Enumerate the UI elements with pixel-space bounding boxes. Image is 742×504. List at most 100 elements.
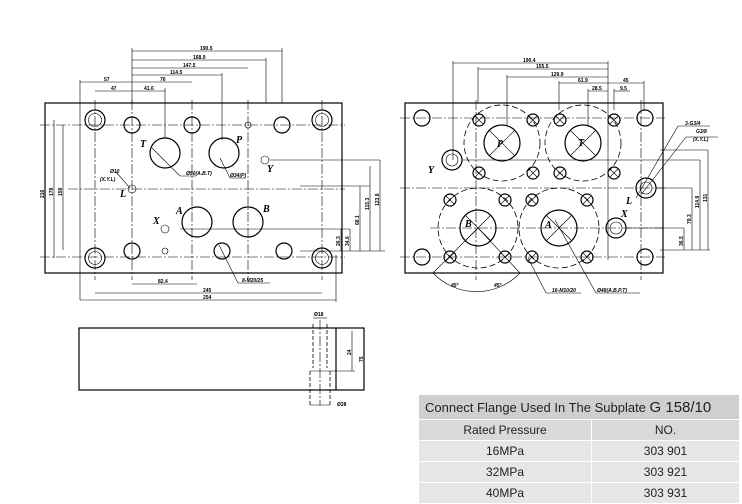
dim-label: 131 <box>703 193 709 202</box>
port-label-X: X <box>152 216 160 227</box>
note-thread-right: 16-M10/20 <box>552 288 576 294</box>
pin-hole <box>244 121 252 129</box>
dim-label: 68.1 <box>355 215 361 225</box>
pressure-cell: 32MPa <box>418 461 592 483</box>
port-label-T: T <box>140 139 147 150</box>
dim-label: 190.4 <box>523 58 536 64</box>
port-label-Y: Y <box>267 164 274 175</box>
flange-spec-table: Connect Flange Used In The Subplate G 15… <box>418 394 740 504</box>
dim-label: 115.3 <box>365 198 371 210</box>
note-thread: 8-M20/25 <box>242 278 263 284</box>
pin-hole <box>161 247 169 255</box>
dim-label: 79.3 <box>687 214 693 224</box>
dim-label: 114.5 <box>170 70 182 76</box>
dim-label: 24 <box>347 349 353 355</box>
table-caption: Connect Flange Used In The Subplate G 15… <box>418 394 740 420</box>
bolt-hole <box>273 116 291 134</box>
bolt-hole <box>183 116 201 134</box>
port-A-bottom <box>540 209 578 247</box>
bolt-hole <box>213 242 231 260</box>
note-l-size: Ø10 <box>110 169 120 175</box>
header-rated-pressure: Rated Pressure <box>418 419 592 441</box>
bolt-hole <box>123 242 141 260</box>
port-label-L: L <box>625 196 632 207</box>
dim-label: 34.6 <box>345 236 351 246</box>
table-row: 40MPa 303 931 <box>418 482 740 504</box>
port-label-P: P <box>497 139 504 150</box>
note-xyl-group: (X.Y.L) <box>693 137 709 143</box>
corner-mount-hole <box>84 109 106 131</box>
dim-label: 9.5 <box>620 86 627 92</box>
port-label-P: P <box>236 135 243 146</box>
port-A <box>181 206 213 238</box>
angle-label: 45° <box>450 283 460 289</box>
pressure-cell: 16MPa <box>418 440 592 462</box>
dim-label: 254 <box>203 295 212 301</box>
note-three-holes: 3-G3/4 <box>685 121 701 127</box>
dim-label: 76 <box>160 77 166 83</box>
dim-label: 245 <box>203 288 212 294</box>
dim-label: 26.3 <box>336 236 342 246</box>
pressure-cell: 40MPa <box>418 482 592 504</box>
dim-label: 41.6 <box>144 86 154 92</box>
dim-label: 114.8 <box>695 196 701 208</box>
bolt-hole <box>275 242 293 260</box>
dim-label: 168.9 <box>193 55 206 61</box>
port-P <box>208 137 240 169</box>
dim-label: 57 <box>104 77 110 83</box>
port-L <box>127 184 137 194</box>
note-xyl-size: G3/8 <box>696 129 707 135</box>
dim-label: 129.9 <box>551 72 564 78</box>
dim-label: 178 <box>49 187 55 196</box>
port-label-T: T <box>578 138 585 149</box>
note-l-group: (X.Y.L) <box>100 177 116 183</box>
dim-label: 190.5 <box>200 46 213 52</box>
side-view: Ø18 24 75 Ø28 <box>78 312 365 408</box>
angle-arc <box>432 272 521 292</box>
dim-label: 61.9 <box>578 78 588 84</box>
corner-mount-hole <box>311 109 333 131</box>
corner-mount-hole <box>311 247 333 269</box>
corner-mount-hole <box>84 247 106 269</box>
angle-label: 45° <box>493 283 503 289</box>
number-cell: 303 931 <box>591 482 740 504</box>
number-cell: 303 901 <box>591 440 740 462</box>
dim-label: 123.8 <box>375 193 381 206</box>
dim-label: 75 <box>359 356 365 362</box>
port-label-A: A <box>544 220 552 231</box>
dim-label: 216 <box>40 189 46 198</box>
model-number: G 158/10 <box>649 398 712 416</box>
port-Y-bottom <box>441 149 463 171</box>
port-label-L: L <box>119 189 126 200</box>
dim-label: 155.5 <box>536 64 549 70</box>
dim-label: 47 <box>111 86 117 92</box>
port-T-bottom <box>564 124 602 162</box>
header-number: NO. <box>591 419 740 441</box>
port-label-X: X <box>620 209 628 220</box>
note-p-port: Ø34(P) <box>230 173 246 179</box>
dim-label: 82.4 <box>158 279 168 285</box>
number-cell: 303 921 <box>591 461 740 483</box>
note-abpt: Ø48(A.B.P.T) <box>597 288 627 294</box>
port-T <box>149 137 181 169</box>
table-row: 16MPa 303 901 <box>418 440 740 462</box>
port-label-B: B <box>464 219 472 230</box>
note-abt-ports: Ø50(A.B.T) <box>186 171 212 177</box>
port-B <box>232 206 264 238</box>
dim-label: 45 <box>623 78 629 84</box>
caption-text: Connect Flange Used In The Subplate <box>425 399 646 415</box>
dim-label: Ø28 <box>337 402 347 408</box>
dim-label: Ø18 <box>314 312 324 318</box>
right-plan-view: P T A B X Y L 190.4 155.5 129.9 61.9 28.… <box>400 58 718 294</box>
port-X <box>160 224 170 234</box>
table-row: 32MPa 303 921 <box>418 461 740 483</box>
port-P-bottom <box>483 124 521 162</box>
dim-label: 36.5 <box>679 236 685 246</box>
dim-label: 158 <box>58 187 64 196</box>
bolt-hole <box>123 116 141 134</box>
port-label-A: A <box>175 206 183 217</box>
side-outline <box>78 327 365 391</box>
port-Y <box>260 155 270 165</box>
dim-label: 147.5 <box>183 63 196 69</box>
